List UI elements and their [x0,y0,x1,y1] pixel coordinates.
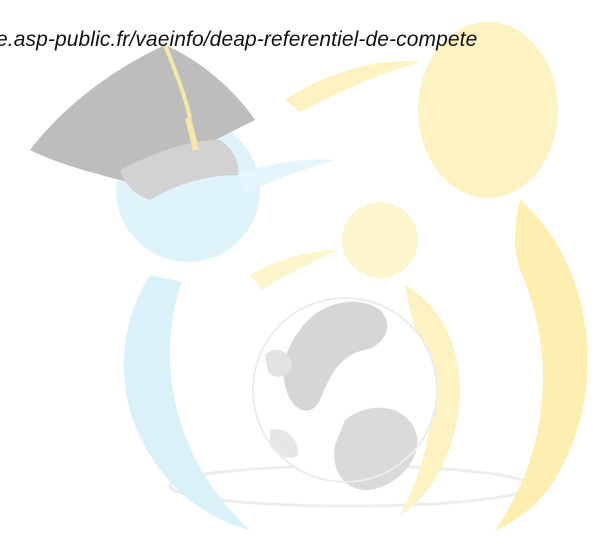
blue-figure-arm-shape [238,159,335,195]
url-text: e.asp-public.fr/vaeinfo/deap-referentiel… [0,28,478,51]
globe-icon [252,297,438,491]
blue-figure-body-shape [123,275,250,530]
yellow-figure-arm-shape [285,61,420,112]
yellow-figure-head-shape [418,22,558,198]
child-figure-head-shape [342,202,418,278]
child-figure-arm-shape [250,250,338,290]
graduation-cap-icon [30,44,255,200]
child-figure-body-shape [400,285,460,515]
yellow-figure-body-shape [495,200,588,530]
